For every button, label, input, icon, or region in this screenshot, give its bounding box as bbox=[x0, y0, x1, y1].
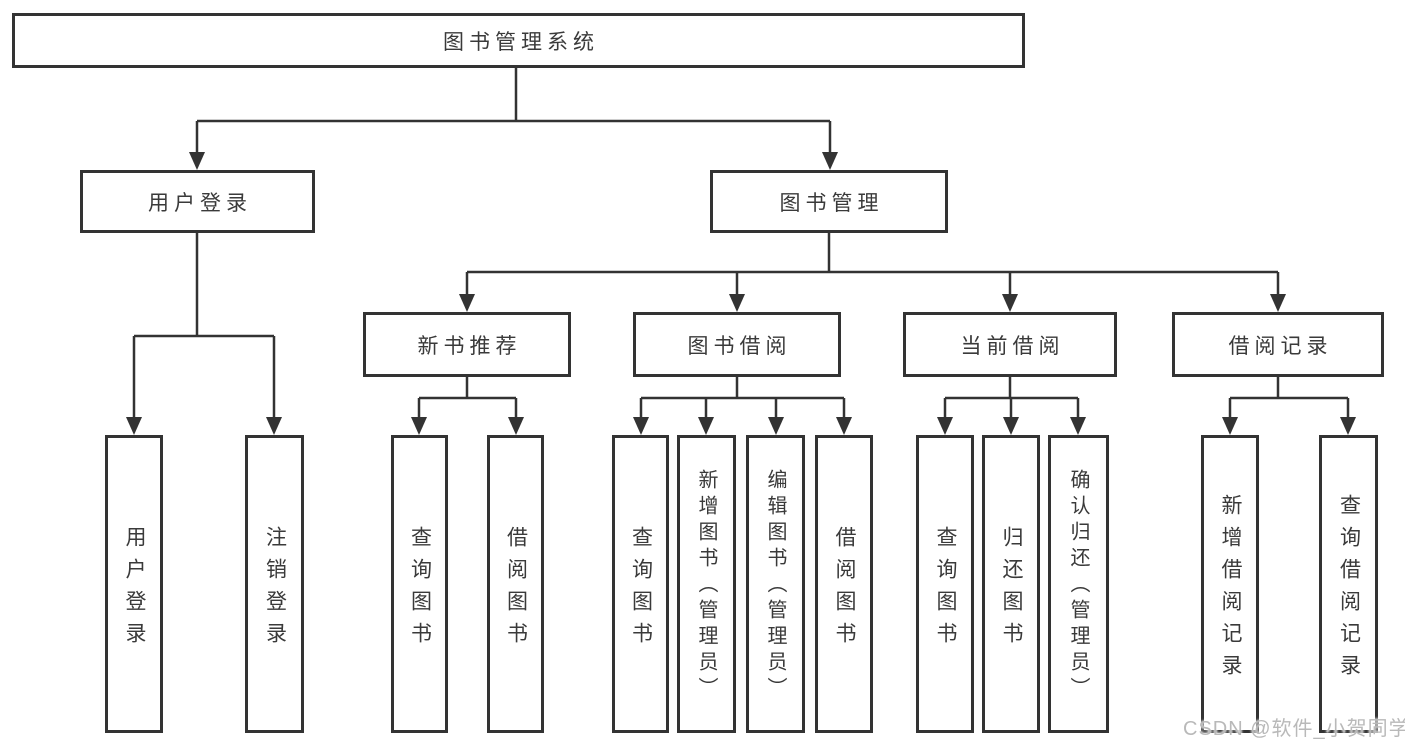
node-label: 当前借阅 bbox=[960, 334, 1065, 358]
leaf-edit-books-admin: 编辑图书（管理员） bbox=[746, 435, 805, 733]
leaf-borrow-books-recommend: 借阅图书 bbox=[487, 435, 544, 733]
leaf-add-borrow-record: 新增借阅记录 bbox=[1201, 435, 1259, 733]
arrowhead-icon bbox=[1070, 417, 1086, 435]
node-label: 新书推荐 bbox=[417, 334, 522, 358]
leaf-return-books: 归还图书 bbox=[982, 435, 1040, 733]
leaf-borrow-books-borrow: 借阅图书 bbox=[815, 435, 873, 733]
arrowhead-icon bbox=[1003, 417, 1019, 435]
csdn-watermark: CSDN @软件_小贺同学 bbox=[1183, 718, 1405, 740]
node-label: 确认归还（管理员） bbox=[1067, 469, 1089, 703]
arrowhead-icon bbox=[768, 417, 784, 435]
leaf-add-books-admin: 新增图书（管理员） bbox=[677, 435, 736, 733]
arrowhead-icon bbox=[189, 152, 205, 170]
node-label: 新增图书（管理员） bbox=[695, 469, 717, 703]
node-current-borrowing: 当前借阅 bbox=[903, 312, 1117, 377]
arrowhead-icon bbox=[1340, 417, 1356, 435]
node-book-borrowing: 图书借阅 bbox=[633, 312, 841, 377]
node-label: 查询借阅记录 bbox=[1337, 493, 1361, 686]
leaf-confirm-return-admin: 确认归还（管理员） bbox=[1048, 435, 1109, 733]
arrowhead-icon bbox=[266, 417, 282, 435]
node-label: 借阅记录 bbox=[1228, 334, 1333, 358]
node-label: 用户登录 bbox=[123, 525, 146, 654]
arrowhead-icon bbox=[508, 417, 524, 435]
node-label: 编辑图书（管理员） bbox=[764, 469, 786, 703]
node-library-management-system: 图书管理系统 bbox=[12, 13, 1025, 68]
node-label: 查询图书 bbox=[629, 525, 653, 654]
node-label: 图书管理系统 bbox=[443, 30, 599, 54]
leaf-query-borrow-record: 查询借阅记录 bbox=[1319, 435, 1378, 733]
node-new-book-recommendation: 新书推荐 bbox=[363, 312, 571, 377]
node-label: 图书管理 bbox=[779, 191, 884, 215]
node-user-login: 用户登录 bbox=[80, 170, 315, 233]
leaf-query-books-borrow: 查询图书 bbox=[612, 435, 669, 733]
node-label: 新增借阅记录 bbox=[1219, 493, 1242, 686]
node-label: 归还图书 bbox=[1000, 525, 1023, 654]
node-label: 图书借阅 bbox=[687, 334, 792, 358]
node-label: 借阅图书 bbox=[504, 525, 528, 654]
arrowhead-icon bbox=[822, 152, 838, 170]
node-label: 注销登录 bbox=[263, 525, 287, 654]
node-label: 查询图书 bbox=[934, 525, 957, 654]
node-label: 用户登录 bbox=[148, 191, 252, 215]
arrowhead-icon bbox=[698, 417, 714, 435]
arrowhead-icon bbox=[1270, 294, 1286, 312]
arrowhead-icon bbox=[1222, 417, 1238, 435]
leaf-query-books-recommend: 查询图书 bbox=[391, 435, 448, 733]
arrowhead-icon bbox=[729, 294, 745, 312]
arrowhead-icon bbox=[411, 417, 427, 435]
node-book-management: 图书管理 bbox=[710, 170, 948, 233]
leaf-query-books-current: 查询图书 bbox=[916, 435, 974, 733]
leaf-logout: 注销登录 bbox=[245, 435, 304, 733]
arrowhead-icon bbox=[126, 417, 142, 435]
node-borrowing-records: 借阅记录 bbox=[1172, 312, 1384, 377]
arrowhead-icon bbox=[459, 294, 475, 312]
node-label: 借阅图书 bbox=[833, 525, 856, 654]
arrowhead-icon bbox=[633, 417, 649, 435]
node-label: 查询图书 bbox=[408, 525, 432, 654]
arrowhead-icon bbox=[1002, 294, 1018, 312]
arrowhead-icon bbox=[836, 417, 852, 435]
leaf-user-login: 用户登录 bbox=[105, 435, 163, 733]
arrowhead-icon bbox=[937, 417, 953, 435]
